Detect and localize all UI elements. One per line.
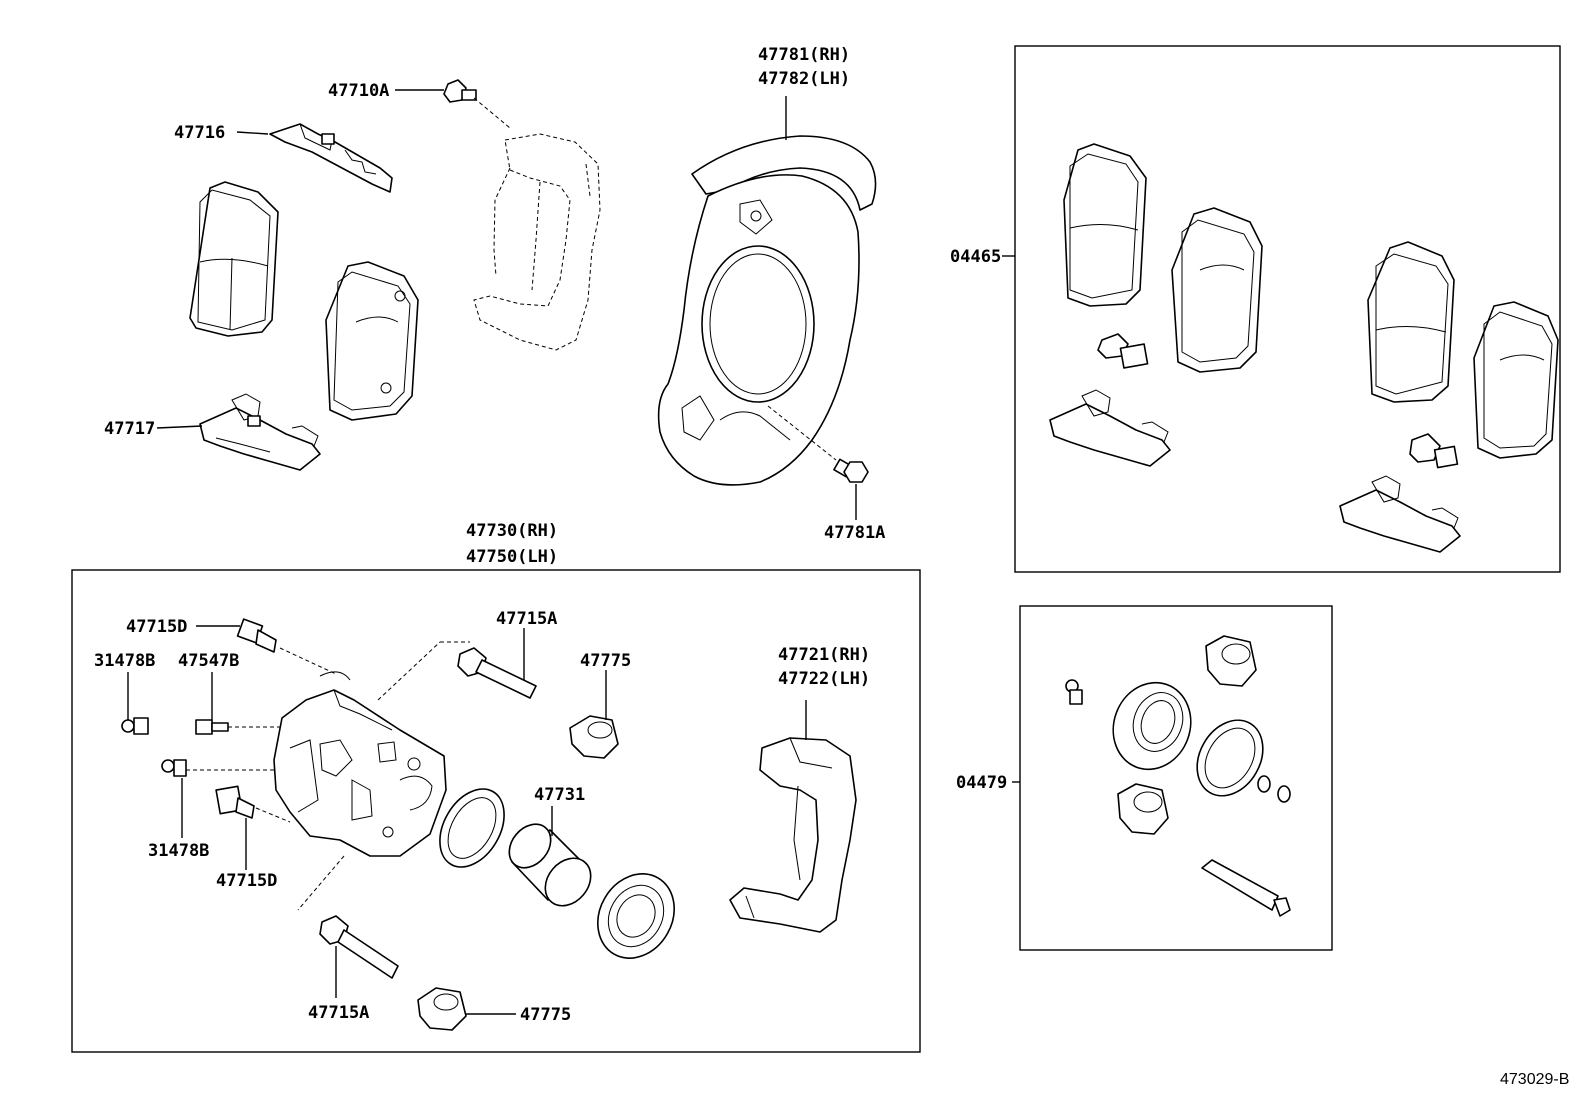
slide-pin-boot-top-part <box>569 715 619 759</box>
bleeder-cap-bottom-part <box>161 759 187 777</box>
label-47782-lh: 47782(LH) <box>758 69 850 89</box>
caliper-mounting-bracket-part <box>729 737 857 933</box>
label-47715A-bottom: 47715A <box>308 1003 369 1023</box>
dust-cover-bolt-part <box>833 458 869 483</box>
caliper-piston-part <box>508 823 592 907</box>
label-04465: 04465 <box>950 247 1001 267</box>
label-47715D-bottom: 47715D <box>216 871 277 891</box>
label-47721-rh: 47721(RH) <box>778 645 870 665</box>
bleeder-plug-part <box>195 719 229 735</box>
label-47750-lh: 47750(LH) <box>466 547 558 567</box>
pad-wear-sensor-top-part <box>236 618 277 653</box>
piston-boot-part <box>597 873 675 959</box>
caliper-bracket-ghost <box>473 133 601 351</box>
label-47710A: 47710A <box>328 81 389 101</box>
pad-support-plate-part <box>199 393 321 471</box>
caliper-body-part <box>273 671 447 857</box>
pad-kit-contents <box>1049 143 1559 553</box>
outer-brake-pad-part <box>189 181 279 337</box>
label-47730-rh: 47730(RH) <box>466 521 558 541</box>
mounting-bolt-part <box>443 79 477 103</box>
slide-pin-boot-bottom-part <box>417 987 467 1031</box>
label-47717: 47717 <box>104 419 155 439</box>
pad-wear-sensor-bottom-part <box>215 785 255 819</box>
inner-brake-pad-part <box>325 261 419 421</box>
label-47781A: 47781A <box>824 523 885 543</box>
label-31478B-top: 31478B <box>94 651 155 671</box>
bleeder-cap-top-part <box>121 717 149 735</box>
label-47547B: 47547B <box>178 651 239 671</box>
label-31478B-bottom: 31478B <box>148 841 209 861</box>
figure-reference-number: 473029-B <box>1500 1071 1569 1088</box>
slide-pin-top-part <box>457 647 537 699</box>
piston-seal-part <box>439 788 505 868</box>
label-04479: 04479 <box>956 773 1007 793</box>
label-47775-bottom: 47775 <box>520 1005 571 1025</box>
label-47715D-top: 47715D <box>126 617 187 637</box>
pad-kit-box <box>1014 45 1561 573</box>
slide-pin-bottom-part <box>319 915 399 979</box>
anti-squeal-shim-part <box>269 123 393 193</box>
cylinder-kit-box <box>1019 605 1333 951</box>
disc-brake-dust-cover-part <box>657 135 877 486</box>
cylinder-kit-contents <box>1065 635 1291 917</box>
label-47716: 47716 <box>174 123 225 143</box>
label-47781-rh: 47781(RH) <box>758 45 850 65</box>
label-47775-top: 47775 <box>580 651 631 671</box>
caliper-assembly-box <box>71 569 921 1053</box>
label-47715A-top: 47715A <box>496 609 557 629</box>
label-47731: 47731 <box>534 785 585 805</box>
label-47722-lh: 47722(LH) <box>778 669 870 689</box>
